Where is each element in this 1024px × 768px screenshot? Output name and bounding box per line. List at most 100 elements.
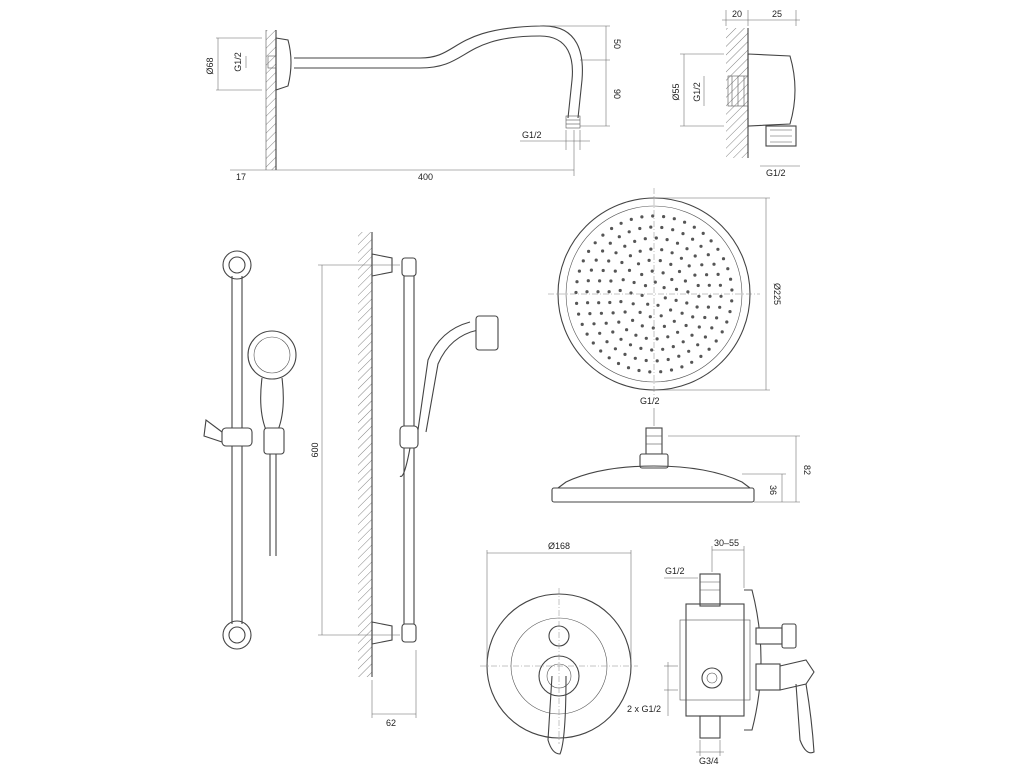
nozzle-dot <box>585 332 589 336</box>
nozzle-dot <box>679 256 684 260</box>
nozzle-dot <box>638 310 642 314</box>
nozzle-dot <box>609 279 613 283</box>
nozzle-dot <box>637 368 641 373</box>
nozzle-dot <box>619 221 623 225</box>
nozzle-dot <box>706 253 710 257</box>
nozzle-dot <box>665 238 669 242</box>
nozzle-dot <box>575 280 579 284</box>
nozzle-dot <box>697 294 701 298</box>
nozzle-dot <box>709 239 713 243</box>
nozzle-dot <box>640 293 644 297</box>
nozzle-dot <box>640 272 644 277</box>
nozzle-dot <box>620 260 624 265</box>
nozzle-dot <box>661 347 665 351</box>
dim-arm-drop: 90 <box>612 89 622 99</box>
nozzle-dot <box>696 283 700 288</box>
nozzle-dot <box>643 237 647 241</box>
dim-head-height: 82 <box>802 465 812 475</box>
nozzle-dot <box>660 248 664 252</box>
nozzle-dot <box>593 241 597 245</box>
nozzle-dot <box>683 220 687 224</box>
nozzle-dot <box>719 294 723 298</box>
nozzle-dot <box>658 259 662 263</box>
nozzle-dot <box>696 343 700 347</box>
nozzle-dot <box>605 340 609 344</box>
nozzle-dot <box>597 301 601 305</box>
nozzle-dot <box>649 225 653 229</box>
nozzle-dot <box>656 303 660 307</box>
nozzle-dot <box>644 358 648 363</box>
nozzle-dot <box>680 311 684 315</box>
nozzle-dot <box>666 335 670 339</box>
nozzle-dot <box>687 349 691 353</box>
nozzle-dot <box>683 279 688 283</box>
nozzle-dot <box>644 336 648 340</box>
nozzle-dot <box>716 247 720 251</box>
nozzle-dot <box>607 356 611 360</box>
nozzle-dot <box>685 247 689 251</box>
nozzle-dot <box>670 277 674 282</box>
shower-arm-view: Ø68 G1/2 50 90 G1/2 17 400 <box>205 25 622 182</box>
nozzle-dot <box>627 268 632 272</box>
dim-arm-length: 400 <box>418 172 433 182</box>
slide-rail-front-view <box>203 250 297 650</box>
slide-rail-side-view: 600 62 <box>310 232 499 728</box>
nozzle-dot <box>707 283 711 287</box>
nozzle-dot <box>608 241 612 245</box>
nozzle-dot <box>653 280 657 284</box>
nozzle-dot <box>599 311 604 315</box>
nozzle-dot <box>626 366 631 370</box>
nozzle-dot <box>575 301 579 305</box>
dim-elbow-wall: 20 <box>732 9 742 19</box>
nozzle-dot <box>686 290 690 294</box>
nozzle-dot <box>692 225 696 229</box>
nozzle-pattern <box>574 214 734 374</box>
nozzle-dot <box>611 330 615 334</box>
nozzle-dot <box>623 310 627 314</box>
nozzle-dot <box>681 232 685 236</box>
nozzle-dot <box>726 267 730 271</box>
nozzle-dot <box>690 333 694 337</box>
nozzle-dot <box>691 237 695 241</box>
nozzle-dot <box>598 331 602 335</box>
dim-valve-bottom-thread: G3/4 <box>699 756 719 766</box>
nozzle-dot <box>659 370 663 374</box>
nozzle-dot <box>601 249 605 253</box>
valve-body-side-view: 30–55 G1/2 2 x G1/2 G3/4 <box>627 538 815 766</box>
nozzle-dot <box>592 322 596 326</box>
nozzle-dot <box>607 259 611 263</box>
nozzle-dot <box>589 268 594 272</box>
shower-head-side-view: G1/2 82 36 <box>551 396 812 503</box>
nozzle-dot <box>617 320 621 324</box>
nozzle-dot <box>718 305 722 309</box>
dim-elbow-dia: Ø55 <box>671 83 681 100</box>
nozzle-dot <box>670 251 674 255</box>
nozzle-dot <box>586 279 590 283</box>
nozzle-dot <box>577 269 582 273</box>
dim-head-rim: 36 <box>768 485 778 495</box>
nozzle-dot <box>614 251 618 255</box>
nozzle-dot <box>677 354 681 358</box>
nozzle-dot <box>631 318 635 322</box>
nozzle-dot <box>684 323 688 328</box>
nozzle-dot <box>581 259 585 263</box>
shower-head-top-view: Ø225 <box>548 188 782 400</box>
nozzle-dot <box>649 247 653 251</box>
nozzle-dot <box>715 316 719 320</box>
nozzle-dot <box>650 348 654 352</box>
nozzle-dot <box>611 311 615 315</box>
nozzle-dot <box>716 272 720 276</box>
nozzle-dot <box>627 230 631 234</box>
nozzle-dot <box>701 231 705 235</box>
nozzle-dot <box>705 273 709 277</box>
nozzle-dot <box>720 330 724 334</box>
nozzle-dot <box>574 290 578 295</box>
nozzle-dot <box>681 340 685 344</box>
dim-arm-outlet-thread: G1/2 <box>522 130 542 140</box>
nozzle-dot <box>619 337 623 341</box>
nozzle-dot <box>647 258 651 262</box>
nozzle-dot <box>610 226 614 231</box>
nozzle-dot <box>604 321 608 325</box>
dim-arm-wall-offset: 17 <box>236 172 246 182</box>
dim-plate-dia: Ø168 <box>548 541 570 551</box>
